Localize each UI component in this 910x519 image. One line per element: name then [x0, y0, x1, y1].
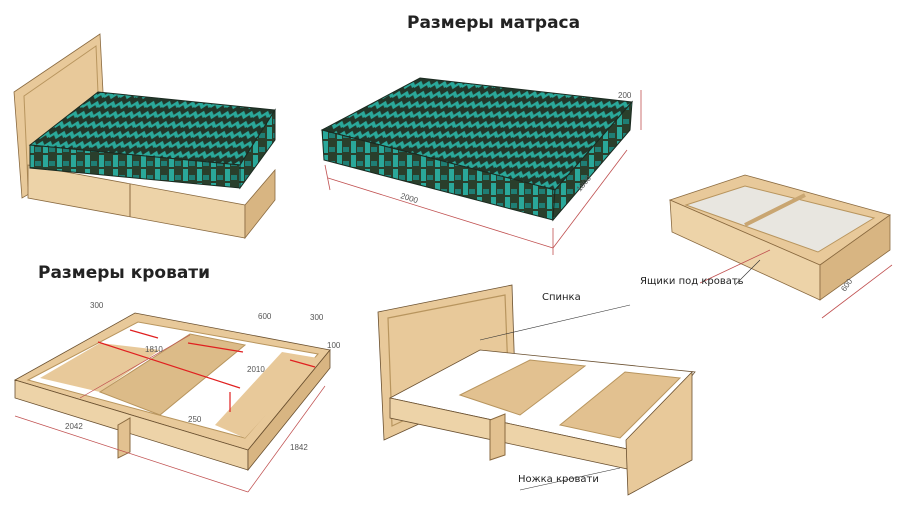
drawers-label: Ящики под кровать [640, 276, 744, 287]
headboard-label: Спинка [542, 292, 581, 303]
dim-inner-width: 1810 [145, 345, 163, 354]
dim-outer-width: 1842 [290, 443, 308, 452]
bed-title: Размеры кровати [38, 263, 211, 283]
frame-leg [117, 417, 131, 459]
bed-assembly [377, 259, 761, 496]
dim-slat-side-right: 300 [310, 313, 324, 322]
bed-frame-dimensions: 300 600 300 1810 2010 100 2042 1842 250 [13, 301, 341, 493]
dim-leg-height: 250 [188, 415, 202, 424]
dim-slat-side: 300 [90, 301, 104, 310]
bed-leg [625, 371, 693, 496]
dim-mattress-height: 200 [618, 91, 632, 100]
dim-inner-length: 2010 [247, 365, 265, 374]
bed-with-mattress [13, 33, 276, 240]
mattress-title: Размеры матраса [407, 13, 581, 33]
dim-slat-center: 600 [258, 312, 272, 321]
drawer-box: 600 [668, 174, 893, 319]
leg-label: Ножка кровати [518, 474, 599, 485]
mattress-dimensions: 2000 1800 200 [320, 77, 642, 255]
dim-outer-length: 2042 [65, 422, 83, 431]
dim-frame-height: 100 [327, 341, 341, 350]
